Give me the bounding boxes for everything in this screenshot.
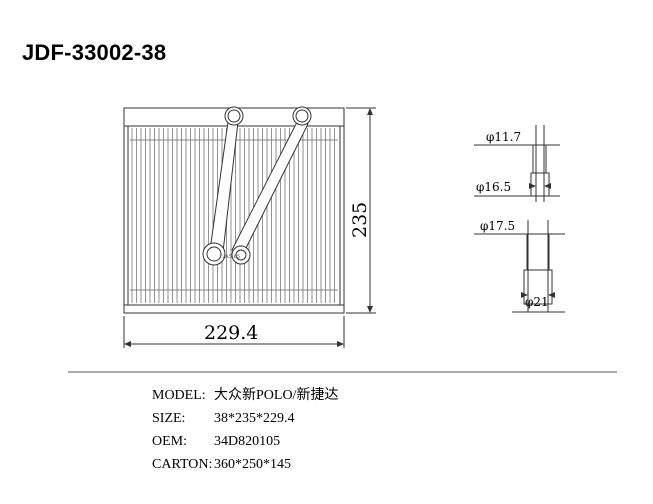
- pipe-diameter-small-label: φ11.7: [486, 130, 521, 144]
- refrigerant-pipes: [202, 106, 312, 266]
- carton-value: 360*250*145: [214, 457, 291, 472]
- pipe-fitting-detail-upper: [474, 125, 560, 202]
- oem-value: 34D820105: [214, 434, 281, 449]
- port-mark: 2A5.65: [222, 254, 240, 260]
- carton-label: CARTON:: [152, 457, 213, 472]
- pipe-diameter-mid-label: φ16.5: [476, 180, 511, 194]
- model-label: MODEL:: [152, 388, 206, 403]
- pipe-diameter-upper2-label: φ17.5: [480, 219, 515, 233]
- spec-row-model: MODEL: 大众新POLO/新捷达: [152, 384, 338, 407]
- spec-list: MODEL: 大众新POLO/新捷达 SIZE: 38*235*229.4 OE…: [152, 384, 338, 476]
- width-dimension-label: 229.4: [204, 322, 258, 344]
- height-dimension: [346, 107, 376, 314]
- product-code-title: JDF-33002-38: [22, 40, 167, 65]
- width-dimension: [123, 316, 345, 348]
- height-dimension-label: 235: [349, 202, 371, 238]
- size-value: 38*235*229.4: [214, 411, 295, 426]
- spec-row-carton: CARTON: 360*250*145: [152, 453, 338, 476]
- core-fins: [131, 128, 335, 303]
- oem-label: OEM:: [152, 434, 187, 449]
- pipe-diameter-large-label: φ21: [525, 295, 549, 309]
- pipe-fitting-detail-lower: [474, 220, 565, 313]
- model-value: 大众新POLO/新捷达: [214, 388, 339, 403]
- spec-row-size: SIZE: 38*235*229.4: [152, 407, 338, 430]
- spec-row-oem: OEM: 34D820105: [152, 430, 338, 453]
- size-label: SIZE:: [152, 411, 186, 426]
